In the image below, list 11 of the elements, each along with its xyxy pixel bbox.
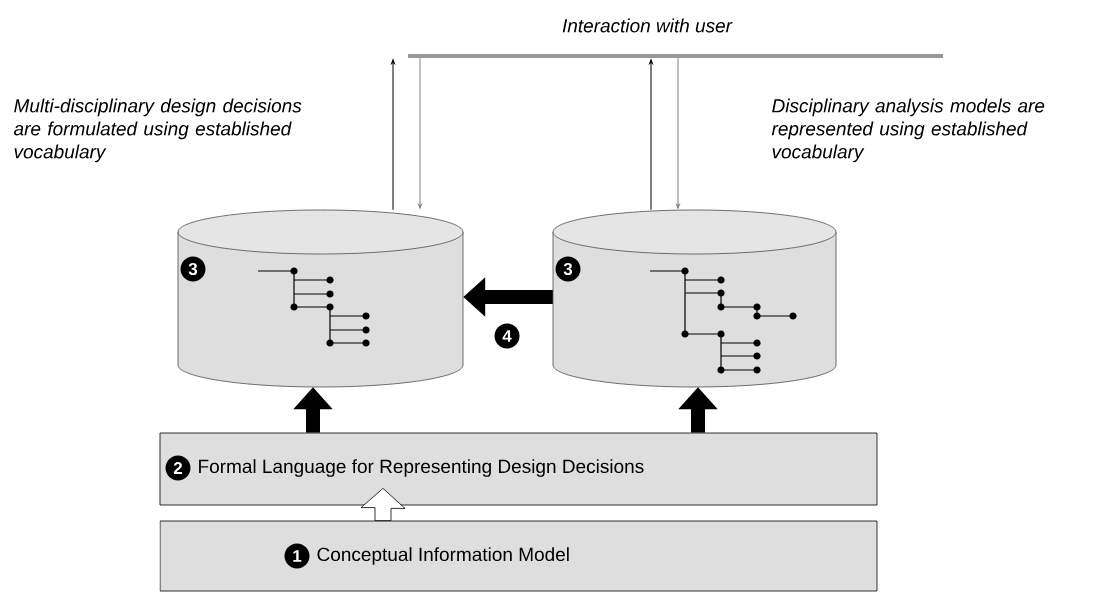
number-badge: 4 [494,323,520,349]
arrow [418,57,422,209]
arrow [360,488,406,521]
description-text: Multi-disciplinary design decisions are formulated using established vocabulary [13,98,302,163]
arrow [649,59,653,211]
number-badge: 1 [284,543,310,569]
heading: Interaction with user [562,18,733,33]
number-badge: 2 [165,455,191,481]
arrow [391,59,395,211]
description-text: Disciplinary analysis models are represented using established vocabulary [771,98,1045,163]
arrow [676,57,680,209]
